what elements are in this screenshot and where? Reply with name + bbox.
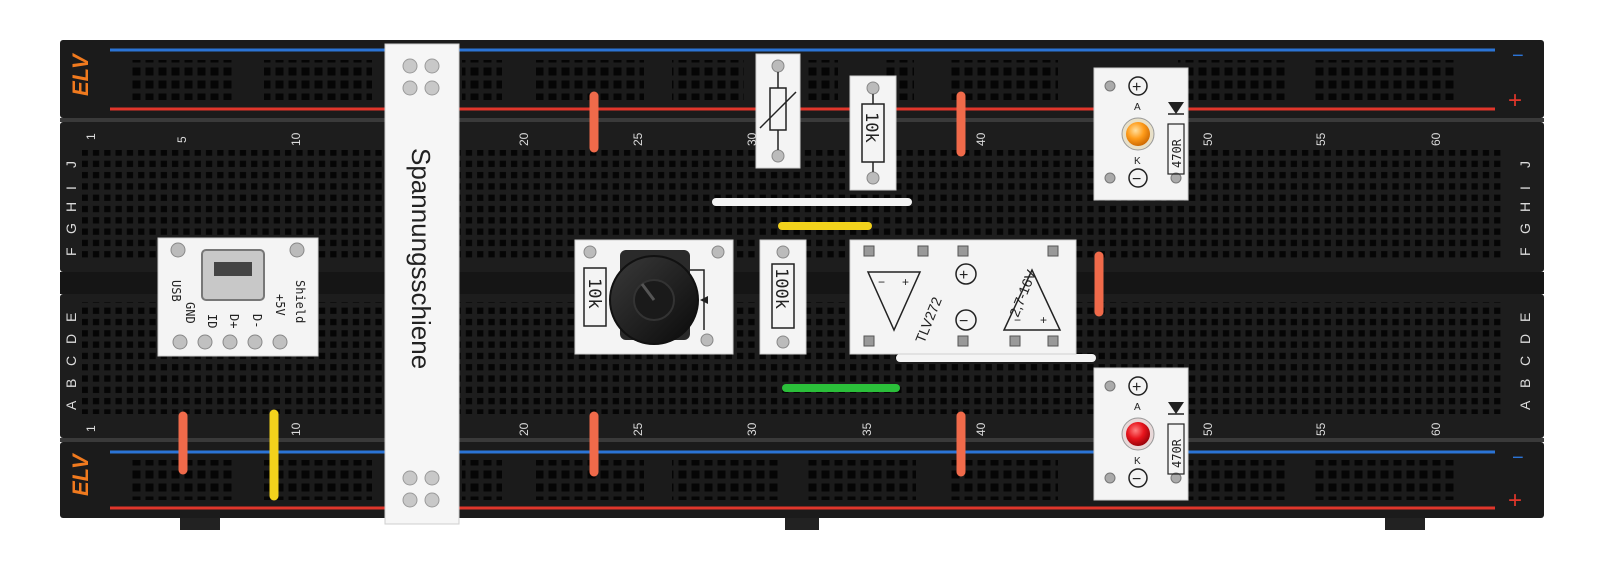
resistor-value-label: 100k bbox=[771, 268, 791, 309]
svg-text:+5V: +5V bbox=[273, 294, 287, 316]
led-plus-symbol: + bbox=[1132, 379, 1141, 396]
elv-logo-top: ELV bbox=[68, 52, 93, 96]
led-module-orange[interactable]: + − A K 470R bbox=[1093, 67, 1189, 201]
svg-text:H: H bbox=[1517, 202, 1533, 212]
rail-plus-symbol: + bbox=[1508, 87, 1522, 114]
svg-text:F: F bbox=[63, 247, 79, 256]
svg-text:F: F bbox=[1517, 247, 1533, 256]
svg-text:I: I bbox=[1517, 186, 1533, 190]
led-cathode-label: K bbox=[1134, 156, 1141, 167]
svg-text:D+: D+ bbox=[227, 314, 241, 328]
led-red bbox=[1126, 422, 1150, 446]
svg-text:A: A bbox=[63, 400, 79, 410]
column-numbers-bottom: 1 10 20 25 30 35 40 50 55 60 bbox=[84, 422, 1443, 436]
svg-text:50: 50 bbox=[1201, 132, 1215, 146]
board-foot bbox=[785, 516, 819, 530]
power-rail-strip-label: Spannungsschiene bbox=[406, 148, 436, 369]
svg-text:E: E bbox=[1517, 313, 1533, 322]
led-anode-label: A bbox=[1134, 102, 1141, 113]
svg-text:1: 1 bbox=[84, 133, 98, 140]
svg-text:J: J bbox=[63, 161, 79, 168]
svg-text:25: 25 bbox=[631, 132, 645, 146]
svg-text:GND: GND bbox=[183, 302, 197, 324]
svg-text:J: J bbox=[1517, 161, 1533, 168]
power-rail-strip[interactable]: Spannungsschiene bbox=[384, 43, 460, 525]
svg-text:−: − bbox=[1014, 313, 1021, 327]
opamp-b-symbol bbox=[1002, 268, 1062, 331]
led-plus-symbol: + bbox=[1132, 79, 1141, 96]
potentiometer-module[interactable]: 10k bbox=[574, 239, 734, 355]
svg-text:C: C bbox=[1517, 356, 1533, 366]
opamp-module[interactable]: − + − + + − TLV272 2,7-16V bbox=[849, 239, 1077, 355]
led-resistor-label: 470R bbox=[1170, 138, 1184, 168]
svg-text:40: 40 bbox=[974, 422, 988, 436]
svg-text:20: 20 bbox=[517, 132, 531, 146]
row-letters-right-bottom: A B C D E bbox=[1517, 313, 1533, 410]
svg-text:60: 60 bbox=[1429, 422, 1443, 436]
resistor-module-100k[interactable]: 100k bbox=[759, 239, 807, 355]
svg-text:20: 20 bbox=[517, 422, 531, 436]
svg-text:G: G bbox=[63, 223, 79, 234]
svg-text:+: + bbox=[1040, 313, 1047, 327]
led-module-red[interactable]: + − A K 470R bbox=[1093, 367, 1189, 501]
svg-text:30: 30 bbox=[745, 422, 759, 436]
rail-holes-top bbox=[128, 60, 1454, 100]
svg-text:ID: ID bbox=[205, 314, 219, 328]
svg-text:5: 5 bbox=[175, 136, 189, 143]
svg-text:35: 35 bbox=[860, 422, 874, 436]
led-anode-label: A bbox=[1134, 402, 1141, 413]
elv-logo-bottom: ELV bbox=[68, 452, 93, 496]
jumper-wires bbox=[178, 91, 1104, 501]
svg-text:D-: D- bbox=[250, 314, 264, 328]
led-minus-symbol: − bbox=[1132, 171, 1141, 188]
svg-text:60: 60 bbox=[1429, 132, 1443, 146]
opamp-plus-symbol: + bbox=[959, 267, 968, 284]
usb-module[interactable]: USB GND ID D+ D- +5V Shield bbox=[157, 237, 319, 357]
svg-text:B: B bbox=[1517, 379, 1533, 388]
thermistor-module[interactable] bbox=[755, 53, 801, 169]
svg-text:G: G bbox=[1517, 223, 1533, 234]
svg-text:55: 55 bbox=[1314, 422, 1328, 436]
rail-holes-bottom bbox=[128, 460, 1454, 500]
svg-text:USB: USB bbox=[169, 280, 183, 302]
svg-text:A: A bbox=[1517, 400, 1533, 410]
led-orange bbox=[1126, 122, 1150, 146]
svg-text:D: D bbox=[63, 334, 79, 344]
opamp-minus-symbol: − bbox=[959, 313, 968, 330]
led-cathode-label: K bbox=[1134, 456, 1141, 467]
svg-text:C: C bbox=[63, 356, 79, 366]
rail-plus-symbol: + bbox=[1508, 487, 1522, 514]
svg-text:B: B bbox=[63, 379, 79, 388]
resistor-value-label: 10k bbox=[861, 112, 881, 143]
row-letters-left-bottom: A B C D E bbox=[63, 313, 79, 410]
rail-minus-symbol: − bbox=[1512, 45, 1524, 67]
board-foot bbox=[180, 516, 220, 530]
row-letters-right-top: F G H I J bbox=[1517, 161, 1533, 256]
svg-text:I: I bbox=[63, 186, 79, 190]
svg-text:50: 50 bbox=[1201, 422, 1215, 436]
led-minus-symbol: − bbox=[1132, 471, 1141, 488]
svg-text:1: 1 bbox=[84, 425, 98, 432]
resistor-module-10k[interactable]: 10k bbox=[849, 75, 897, 191]
svg-text:−: − bbox=[878, 275, 885, 289]
svg-text:10: 10 bbox=[289, 132, 303, 146]
svg-text:H: H bbox=[63, 202, 79, 212]
svg-text:E: E bbox=[63, 313, 79, 322]
svg-text:40: 40 bbox=[974, 132, 988, 146]
board-foot bbox=[1385, 516, 1425, 530]
svg-text:55: 55 bbox=[1314, 132, 1328, 146]
svg-text:D: D bbox=[1517, 334, 1533, 344]
svg-text:Shield: Shield bbox=[293, 280, 307, 323]
rail-minus-symbol: − bbox=[1512, 447, 1524, 469]
led-resistor-label: 470R bbox=[1170, 438, 1184, 468]
row-letters-left-top: F G H I J bbox=[63, 161, 79, 256]
svg-text:+: + bbox=[902, 275, 909, 289]
svg-text:10: 10 bbox=[289, 422, 303, 436]
svg-text:25: 25 bbox=[631, 422, 645, 436]
potentiometer-value-label: 10k bbox=[584, 278, 604, 309]
opamp-a-symbol bbox=[866, 271, 922, 332]
